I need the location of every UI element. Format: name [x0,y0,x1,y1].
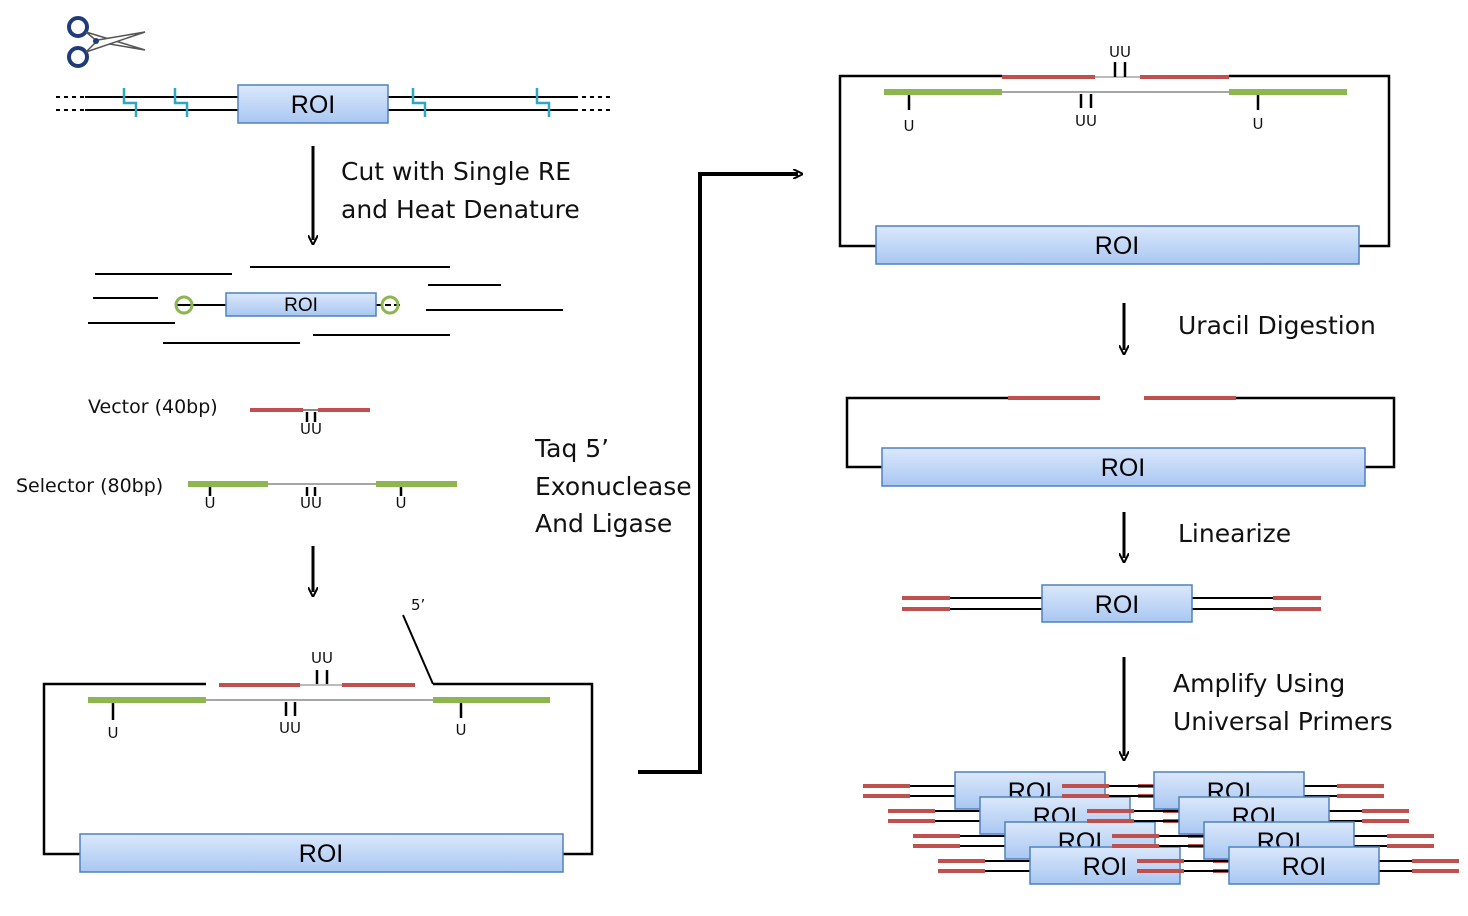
step-amplify-line1: Amplify Using [1173,669,1345,698]
hyb-uu-top: UU [311,649,333,667]
lig-u-left: U [904,117,915,135]
taq-line3: And Ligase [535,509,672,538]
vector-uu-label: UU [300,420,322,438]
step-cut-line1: Cut with Single RE [341,157,571,186]
roi-box-genomic [237,84,389,124]
roi-label-ligated: ROI [1095,232,1139,260]
step-uracil: Uracil Digestion [1178,311,1376,340]
hybridized-complex [42,614,594,856]
roi-label-amplicon: ROI [1282,853,1326,881]
ligated-circle [838,62,1391,248]
roi-label-digested: ROI [1101,454,1145,482]
roi-label-linear: ROI [1095,591,1139,619]
amplicon: ROI [938,846,1260,885]
roi-box-ligated [875,225,1360,265]
lig-uu-bottom: UU [1075,112,1097,130]
circle-end-icon [380,295,400,315]
step-linearize: Linearize [1178,519,1291,548]
step-cut-line2: and Heat Denature [341,195,580,224]
restriction-site-icon [122,88,551,117]
taq-line1: Taq 5’ [534,434,609,463]
roi-label-genomic: ROI [291,91,335,119]
digested-circle [845,396,1396,469]
roi-box-linear [1041,584,1193,623]
lig-uu-top: UU [1109,43,1131,61]
hyb-uu-bottom: UU [279,719,301,737]
five-prime-label: 5’ [411,596,425,614]
selector-label: Selector (80bp) [16,475,163,497]
roi-box-fragment [225,292,377,317]
roi-label-hybridized: ROI [299,840,343,868]
selector-uu-mid: UU [300,494,322,512]
roi-label-fragment: ROI [284,295,318,316]
selector-oligo [188,481,457,496]
scissors-icon [67,16,146,68]
taq-line2: Exonuclease [535,472,692,501]
linear-product [902,596,1321,611]
hyb-u-left: U [108,724,119,742]
roi-label-amplicon: ROI [1083,853,1127,881]
vector-oligo [250,408,370,422]
selector-u-left: U [205,494,216,512]
step-amplify-line2: Universal Primers [1173,707,1393,736]
hyb-u-right: U [456,721,467,739]
lig-u-right: U [1253,115,1264,133]
arrow-connector [638,174,798,774]
selector-u-right: U [396,494,407,512]
vector-label: Vector (40bp) [88,396,218,418]
roi-box-hybridized [79,833,564,873]
roi-box-digested [881,447,1366,487]
circle-end-icon [174,295,194,315]
amplicon: ROI [1137,846,1459,885]
